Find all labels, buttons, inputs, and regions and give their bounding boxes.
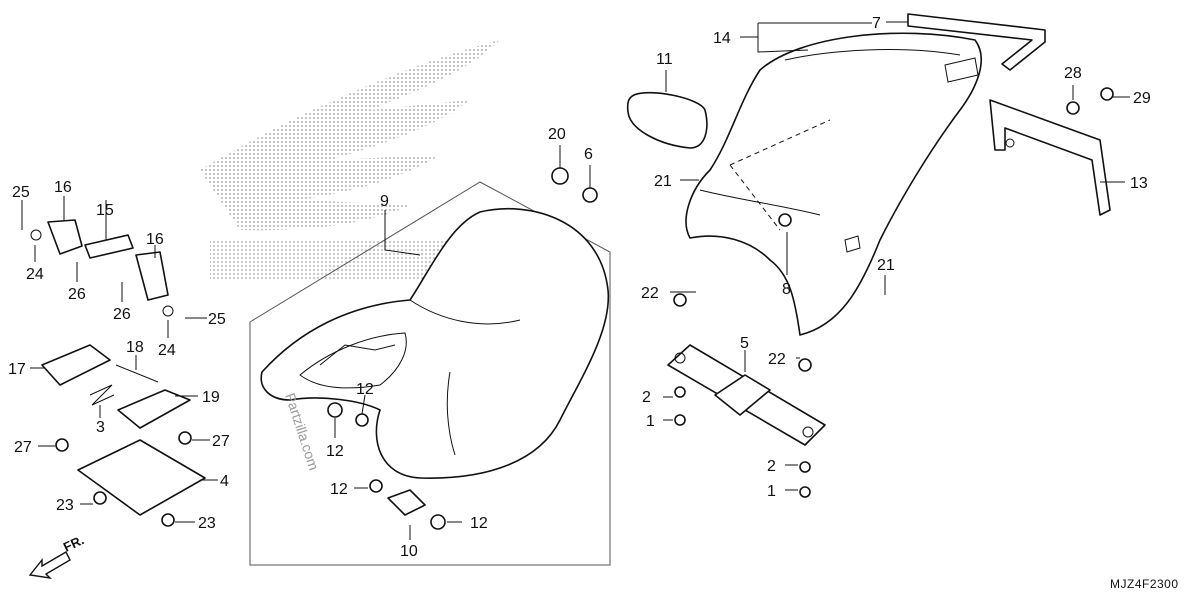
callout-23a: 23 xyxy=(56,497,74,514)
main-seat xyxy=(260,208,610,479)
callout-10: 10 xyxy=(400,543,418,560)
callout-6: 6 xyxy=(584,146,593,163)
diagram-code: MJZ4F2300 xyxy=(1110,577,1179,591)
callout-25b: 25 xyxy=(208,311,226,328)
callout-1b: 1 xyxy=(767,483,776,500)
callout-16a: 16 xyxy=(54,179,72,196)
front-arrow-label: FR. xyxy=(61,532,86,554)
callout-25a: 25 xyxy=(12,184,30,201)
leader-lines xyxy=(21,21,1130,540)
callout-22a: 22 xyxy=(641,285,659,302)
callout-26a: 26 xyxy=(68,286,86,303)
callout-14: 14 xyxy=(713,30,731,47)
callout-24a: 24 xyxy=(26,266,44,283)
callout-27a: 27 xyxy=(14,439,32,456)
grab-handle xyxy=(907,13,1046,71)
callout-21b: 21 xyxy=(877,257,895,274)
callout-2b: 2 xyxy=(767,458,776,475)
callout-19: 19 xyxy=(202,389,220,406)
callout-28: 28 xyxy=(1064,65,1082,82)
callout-1a: 1 xyxy=(646,413,655,430)
front-direction-arrow: FR. xyxy=(28,532,86,580)
callout-26b: 26 xyxy=(113,306,131,323)
callout-12c: 12 xyxy=(330,481,348,498)
callout-8: 8 xyxy=(782,281,791,298)
callout-18: 18 xyxy=(126,339,144,356)
callout-12b: 12 xyxy=(326,443,344,460)
watermark: Partzilla.com xyxy=(282,391,322,472)
callout-12a: 12 xyxy=(356,381,374,398)
callout-9: 9 xyxy=(380,193,389,210)
rear-pad xyxy=(626,91,708,149)
hinge-plate xyxy=(667,344,826,446)
callout-13: 13 xyxy=(1130,175,1148,192)
callout-15: 15 xyxy=(96,202,114,219)
callout-5: 5 xyxy=(740,335,749,352)
callout-22b: 22 xyxy=(768,351,786,368)
callout-21a: 21 xyxy=(654,173,672,190)
callout-24b: 24 xyxy=(158,342,176,359)
callout-29: 29 xyxy=(1133,90,1151,107)
seat-lock-assembly xyxy=(41,344,206,516)
callouts: 7 14 11 28 29 13 20 6 21 21 8 9 22 22 5 … xyxy=(8,15,1151,560)
callout-17: 17 xyxy=(8,361,26,378)
callout-11: 11 xyxy=(656,51,673,68)
callout-27b: 27 xyxy=(212,433,230,450)
callout-20: 20 xyxy=(548,126,566,143)
callout-3: 3 xyxy=(96,419,105,436)
callout-4: 4 xyxy=(220,473,229,490)
callout-23b: 23 xyxy=(198,515,216,532)
callout-2a: 2 xyxy=(642,389,651,406)
rear-seat-cowl xyxy=(685,32,983,336)
rear-bracket xyxy=(989,99,1111,216)
callout-16b: 16 xyxy=(146,231,164,248)
honda-wing-logo xyxy=(200,40,500,280)
callout-12d: 12 xyxy=(470,515,488,532)
seat-assembly-frame xyxy=(249,181,611,566)
hinge-bracket-left xyxy=(30,219,174,317)
callout-7: 7 xyxy=(872,15,881,32)
fasteners xyxy=(55,87,1114,530)
